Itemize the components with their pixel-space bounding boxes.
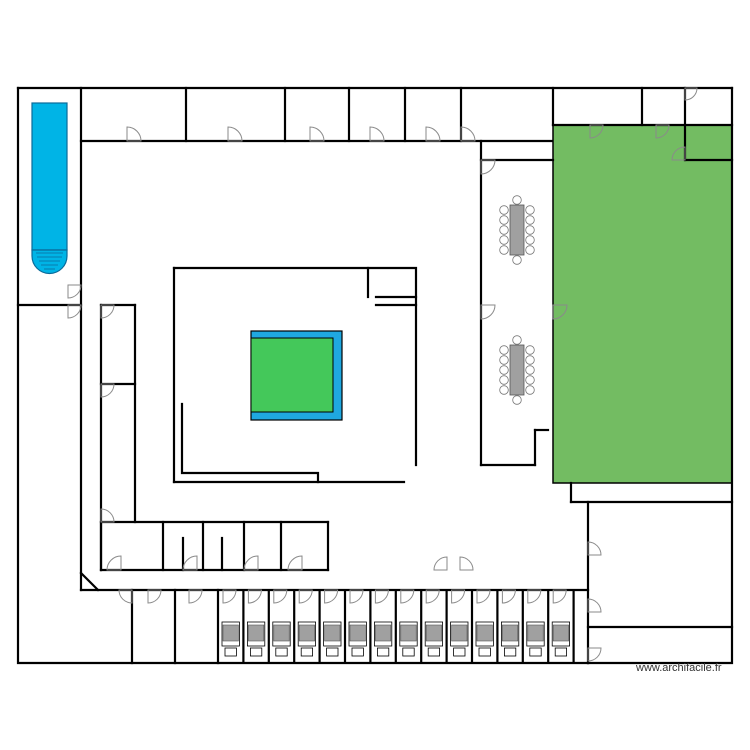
bed-icon (450, 621, 469, 657)
bed-icon (297, 621, 317, 657)
door-swing-icon (369, 126, 385, 142)
door-swing-icon (67, 284, 82, 299)
door-swing-icon (126, 126, 142, 142)
bed-icon (348, 621, 367, 657)
bed-icon (272, 621, 291, 657)
door-swing-icon (188, 589, 203, 604)
door-swing-icon (324, 589, 339, 604)
door-swing-icon (587, 598, 602, 613)
areas (31, 102, 733, 484)
doors (67, 87, 698, 662)
door-swing-icon (527, 589, 542, 604)
door-swing-icon (67, 304, 82, 319)
door-swing-icon (451, 589, 466, 604)
door-swing-icon (425, 126, 441, 142)
door-swing-icon (459, 556, 474, 571)
meeting-tables (499, 195, 535, 405)
pool-steps-icon (36, 252, 63, 270)
door-swing-icon (476, 589, 491, 604)
bed-icon (246, 621, 266, 657)
garden-area (552, 124, 733, 484)
door-swing-icon (222, 589, 237, 604)
meeting-table-icon (499, 335, 535, 405)
bed-icon (323, 621, 342, 657)
door-swing-icon (671, 146, 686, 161)
door-swing-icon (480, 304, 496, 320)
bed-icon (475, 621, 494, 657)
door-swing-icon (655, 124, 670, 139)
door-swing-icon (182, 555, 198, 571)
door-swing-icon (100, 304, 115, 319)
door-swing-icon (273, 589, 288, 604)
door-swing-icon (247, 589, 262, 604)
door-swing-icon (287, 555, 303, 571)
door-swing-icon (400, 589, 415, 604)
bed-icon (526, 621, 545, 657)
door-swing-icon (460, 126, 476, 142)
door-swing-icon (298, 589, 313, 604)
door-swing-icon (501, 589, 516, 604)
bed-icon (500, 621, 520, 657)
door-swing-icon (684, 87, 698, 101)
door-swing-icon (374, 589, 389, 604)
door-swing-icon (587, 647, 602, 662)
door-swing-icon (100, 508, 115, 523)
door-swing-icon (100, 383, 115, 398)
door-swing-icon (227, 126, 243, 142)
door-swing-icon (480, 159, 496, 175)
door-swing-icon (552, 304, 568, 320)
bed-icon (221, 621, 240, 657)
bed-icon (373, 621, 393, 657)
door-swing-icon (589, 124, 604, 139)
door-swing-icon (349, 589, 364, 604)
door-swing-icon (243, 555, 259, 571)
door-swing-icon (147, 589, 162, 604)
door-swing-icon (309, 126, 325, 142)
bed-icon (399, 621, 418, 657)
door-swing-icon (425, 589, 440, 604)
door-swing-icon (433, 556, 448, 571)
door-swing-icon (106, 555, 122, 571)
bedrooms (221, 590, 575, 663)
meeting-table-icon (499, 195, 535, 265)
watermark: www.archifacile.fr (635, 662, 722, 674)
walls (16, 86, 734, 665)
bed-icon (551, 621, 571, 657)
bed-icon (424, 621, 444, 657)
swimming-pool-icon (31, 102, 68, 275)
door-swing-icon (118, 589, 133, 604)
door-swing-icon (552, 589, 567, 604)
patio-lawn (250, 337, 334, 413)
door-swing-icon (587, 541, 602, 556)
